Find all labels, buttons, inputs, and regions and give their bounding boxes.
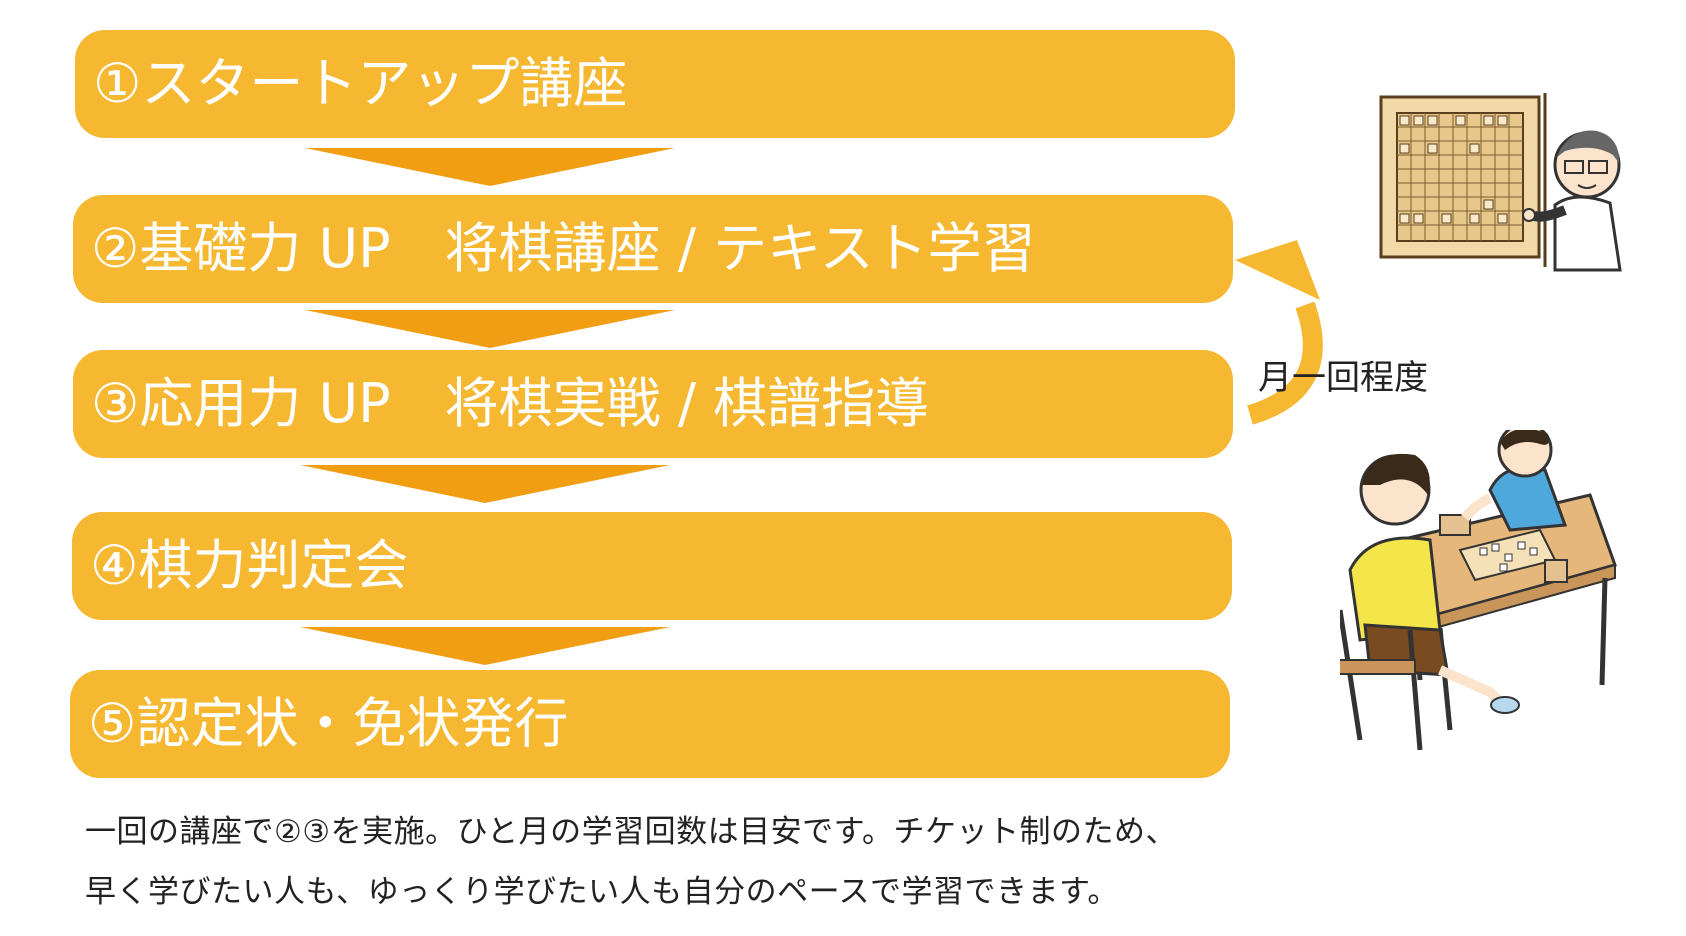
step-5: ⑤認定状・免状発行	[70, 670, 1230, 778]
step-1: ①スタートアップ講座	[75, 30, 1235, 138]
step-4: ④棋力判定会	[72, 512, 1232, 620]
flow-arrow-3	[300, 465, 670, 503]
step-3-label: ③応用力 UP 将棋実戦 / 棋譜指導	[91, 372, 930, 435]
step-5-label: ⑤認定状・免状発行	[88, 692, 569, 755]
step-1-label: ①スタートアップ講座	[93, 52, 628, 115]
cycle-label: 月一回程度	[1258, 358, 1428, 398]
flow-arrow-4	[300, 627, 670, 665]
step-3: ③応用力 UP 将棋実戦 / 棋譜指導	[73, 350, 1233, 458]
step-4-label: ④棋力判定会	[90, 534, 409, 597]
note-line-2: 早く学びたい人も、ゆっくり学びたい人も自分のペースで学習できます。	[85, 874, 1119, 910]
teacher-with-shogi-board-icon	[1379, 93, 1622, 272]
flow-arrow-1	[305, 148, 675, 186]
kids-playing-shogi-icon	[1340, 430, 1617, 750]
flow-arrow-2	[305, 310, 675, 348]
step-2: ②基礎力 UP 将棋講座 / テキスト学習	[73, 195, 1233, 303]
note-line-1: 一回の講座で②③を実施。ひと月の学習回数は目安です。チケット制のため、	[85, 814, 1178, 850]
cycle-arrow-icon	[1235, 240, 1323, 425]
step-2-label: ②基礎力 UP 将棋講座 / テキスト学習	[91, 217, 1036, 280]
